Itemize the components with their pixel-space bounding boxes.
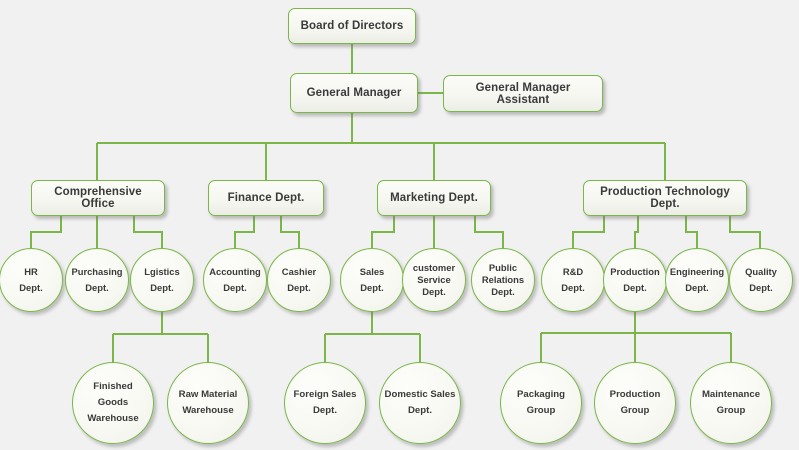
node-label-line1: Raw Material: [178, 389, 238, 401]
node-label-line2: Dept.: [313, 405, 337, 416]
connector-finance-to-cashier: [280, 216, 300, 248]
connector-marketing-to-public-relations: [474, 216, 504, 248]
node-label-line2: Dept.: [408, 405, 432, 416]
node-customer-service-dept[interactable]: customer Service Dept.: [402, 248, 466, 312]
node-finished-goods-warehouse[interactable]: Finished Goods Warehouse: [72, 362, 154, 444]
connector-marketing-to-sales: [371, 216, 395, 248]
node-production-technology-dept[interactable]: Production Technology Dept.: [583, 180, 747, 216]
node-marketing-dept[interactable]: Marketing Dept.: [377, 180, 491, 216]
node-label-line2: Group: [526, 405, 556, 416]
node-hr-dept[interactable]: HR Dept.: [0, 248, 63, 312]
node-general-manager-assistant[interactable]: General Manager Assistant: [443, 75, 603, 112]
node-label-line2: Warehouse: [87, 412, 139, 424]
node-label-line1: Domestic Sales: [384, 389, 456, 401]
node-label-line1: Finished Goods: [93, 381, 133, 409]
node-label-line1: Accounting: [209, 266, 261, 278]
node-label-line1: Quality: [745, 266, 777, 278]
node-label-line1: Public: [488, 262, 518, 274]
node-label-line1: customer: [412, 262, 456, 274]
node-label-line1: Production: [610, 266, 660, 278]
connector-co-to-lgistics: [133, 216, 163, 248]
node-label: Comprehensive Office: [54, 186, 142, 210]
node-label-line1: Production: [609, 389, 661, 401]
node-label-line3: Dept.: [491, 285, 515, 297]
connector-co-to-hr: [30, 216, 62, 248]
node-label-line2: Relations: [481, 274, 525, 286]
node-label-line2: Service: [417, 274, 451, 286]
node-domestic-sales-dept[interactable]: Domestic Sales Dept.: [379, 362, 461, 444]
connector-finance-to-accounting: [234, 216, 255, 248]
node-purchasing-dept[interactable]: Purchasing Dept.: [65, 248, 129, 312]
node-lgistics-dept[interactable]: Lgistics Dept.: [130, 248, 194, 312]
connector-ptd-to-rd: [572, 216, 605, 248]
node-label-line2: Dept.: [360, 282, 384, 293]
node-label-line1: Sales: [359, 266, 385, 278]
connector-ptd-to-quality: [729, 216, 761, 248]
node-label: General Manager: [306, 87, 402, 99]
connector-ptd-to-production: [634, 216, 639, 248]
node-label-line2: Dept.: [749, 282, 773, 293]
node-label-line2: Dept.: [287, 282, 311, 293]
node-label-line1: Engineering: [669, 266, 725, 278]
node-label-line2: Dept.: [561, 282, 585, 293]
node-packaging-group[interactable]: Packaging Group: [500, 362, 582, 444]
node-label-line3: Dept.: [422, 285, 446, 297]
node-label: Board of Directors: [300, 20, 404, 32]
node-label-line1: HR: [24, 266, 38, 278]
node-label-line2: Group: [620, 405, 650, 416]
node-comprehensive-office[interactable]: Comprehensive Office: [31, 180, 165, 216]
node-raw-material-warehouse[interactable]: Raw Material Warehouse: [167, 362, 249, 444]
node-label: Finance Dept.: [227, 192, 305, 204]
node-label-line1: R&D: [562, 266, 584, 278]
node-rd-dept[interactable]: R&D Dept.: [541, 248, 605, 312]
node-label-line1: Cashier: [281, 266, 317, 278]
node-accounting-dept[interactable]: Accounting Dept.: [203, 248, 267, 312]
node-label-line2: Warehouse: [182, 405, 234, 416]
node-board-of-directors[interactable]: Board of Directors: [288, 8, 416, 44]
node-production-dept[interactable]: Production Dept.: [603, 248, 667, 312]
node-engineering-dept[interactable]: Engineering Dept.: [665, 248, 729, 312]
node-label-line1: Foreign Sales: [293, 389, 357, 401]
node-label-line1: Lgistics: [144, 266, 180, 278]
node-sales-dept[interactable]: Sales Dept.: [340, 248, 404, 312]
node-label: Marketing Dept.: [390, 192, 478, 204]
node-label-line2: Dept.: [150, 282, 174, 293]
node-label-line1: Purchasing: [71, 266, 123, 278]
node-foreign-sales-dept[interactable]: Foreign Sales Dept.: [284, 362, 366, 444]
node-cashier-dept[interactable]: Cashier Dept.: [267, 248, 331, 312]
node-label-line2: Dept.: [19, 282, 43, 293]
node-label-line2: Dept.: [623, 282, 647, 293]
node-quality-dept[interactable]: Quality Dept.: [729, 248, 793, 312]
node-label-line1: Packaging: [517, 389, 565, 401]
node-label-line2: Dept.: [223, 282, 247, 293]
node-maintenance-group[interactable]: Maintenance Group: [690, 362, 772, 444]
node-label: Production Technology Dept.: [600, 186, 730, 210]
node-label-line1: Maintenance: [701, 389, 761, 401]
connector-ptd-to-engineering: [685, 216, 698, 248]
node-production-group[interactable]: Production Group: [594, 362, 676, 444]
node-finance-dept[interactable]: Finance Dept.: [208, 180, 324, 216]
node-label: General Manager Assistant: [475, 81, 571, 106]
node-label-line2: Dept.: [85, 282, 109, 293]
node-general-manager[interactable]: General Manager: [290, 73, 418, 113]
node-label-line2: Dept.: [685, 282, 709, 293]
node-label-line2: Group: [716, 405, 746, 416]
node-public-relations-dept[interactable]: Public Relations Dept.: [471, 248, 535, 312]
